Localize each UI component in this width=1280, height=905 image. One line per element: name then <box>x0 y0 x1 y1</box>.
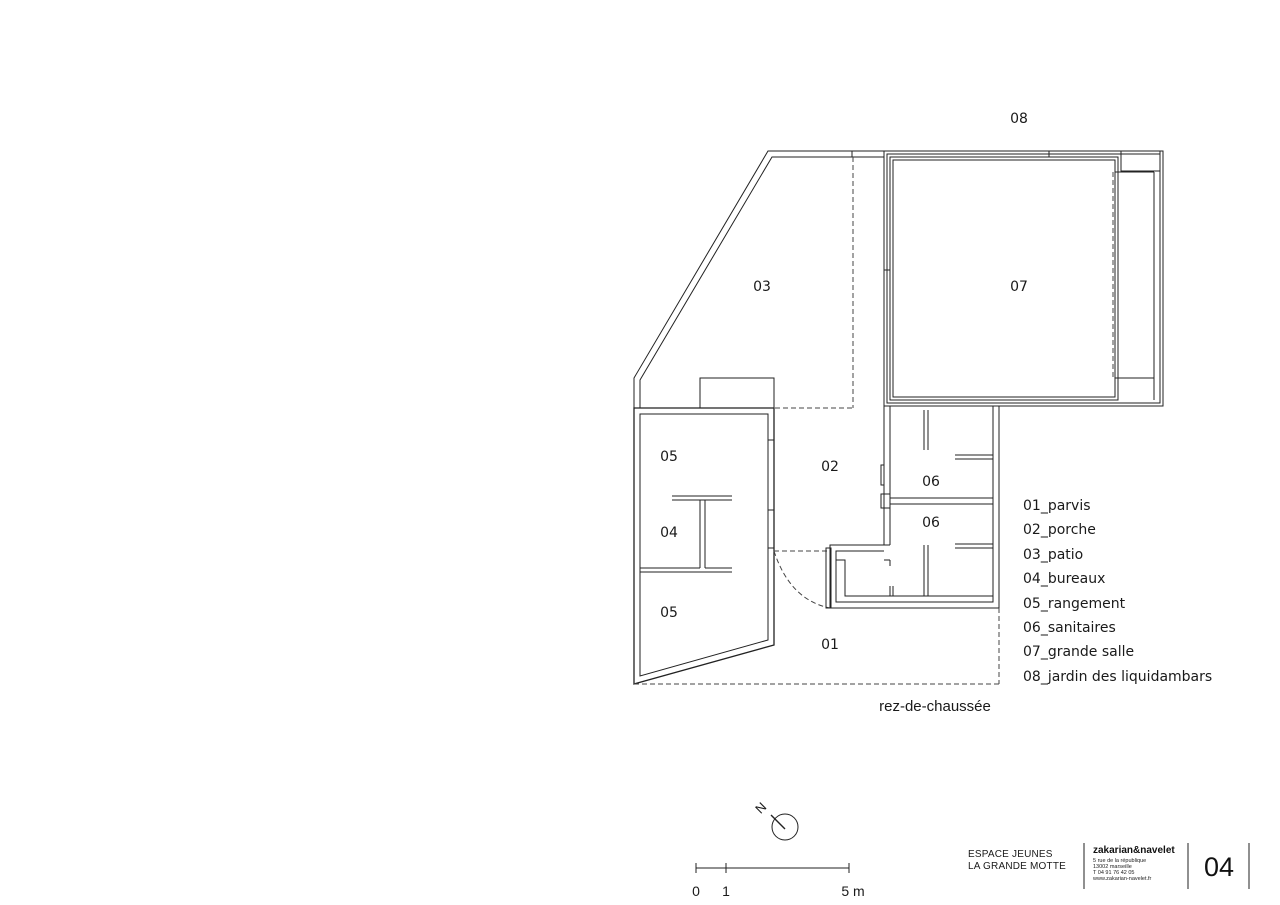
north-letter: N <box>752 799 769 816</box>
patio-walls <box>633 150 884 412</box>
room-label-06-top: 06 <box>922 474 940 490</box>
scale-label-5m: 5 m <box>841 883 864 899</box>
scale-label-0: 0 <box>692 883 700 899</box>
legend-item: 01_parvis <box>1023 498 1091 514</box>
office-storage-walls <box>633 407 831 685</box>
scale-label-1: 1 <box>722 883 730 899</box>
project-title-line2: LA GRANDE MOTTE <box>968 861 1066 872</box>
sanitaires-walls <box>825 405 1000 609</box>
north-arrow-icon: N <box>752 799 799 841</box>
legend-item: 08_jardin des liquidambars <box>1023 669 1212 685</box>
legend-item: 07_grande salle <box>1023 644 1134 660</box>
plan-caption: rez-de-chaussée <box>879 698 991 715</box>
room-label-05-bottom: 05 <box>660 605 678 621</box>
room-label-08: 08 <box>1010 111 1028 127</box>
legend-item: 03_patio <box>1023 547 1083 563</box>
firm-name: zakarian&navelet <box>1093 845 1175 856</box>
room-label-07: 07 <box>1010 279 1028 295</box>
room-labels: 08 03 07 05 02 06 06 04 05 01 <box>660 111 1028 653</box>
parvis-boundary <box>634 608 1000 685</box>
title-block: ESPACE JEUNES LA GRANDE MOTTE zakarian&n… <box>968 843 1250 889</box>
firm-address-1: 5 rue de la république <box>1093 858 1146 864</box>
grande-salle-walls <box>883 150 1164 407</box>
room-label-04: 04 <box>660 525 678 541</box>
firm-website: www.zakarian-navelet.fr <box>1092 876 1152 882</box>
firm-address-2: 13002 marseille <box>1093 864 1132 870</box>
project-title-line1: ESPACE JEUNES <box>968 849 1053 860</box>
room-label-06-bottom: 06 <box>922 515 940 531</box>
scale-bar: 0 1 5 m <box>692 863 865 899</box>
room-label-03: 03 <box>753 279 771 295</box>
legend: 01_parvis 02_porche 03_patio 04_bureaux … <box>1023 498 1212 685</box>
firm-phone: T 04 91 76 42 05 <box>1093 870 1135 876</box>
legend-item: 02_porche <box>1023 522 1096 538</box>
legend-item: 05_rangement <box>1023 596 1126 612</box>
room-label-02: 02 <box>821 459 839 475</box>
legend-item: 06_sanitaires <box>1023 620 1116 636</box>
sheet-number: 04 <box>1204 852 1234 882</box>
room-label-01: 01 <box>821 637 839 653</box>
legend-item: 04_bureaux <box>1023 571 1105 587</box>
room-label-05-top: 05 <box>660 449 678 465</box>
